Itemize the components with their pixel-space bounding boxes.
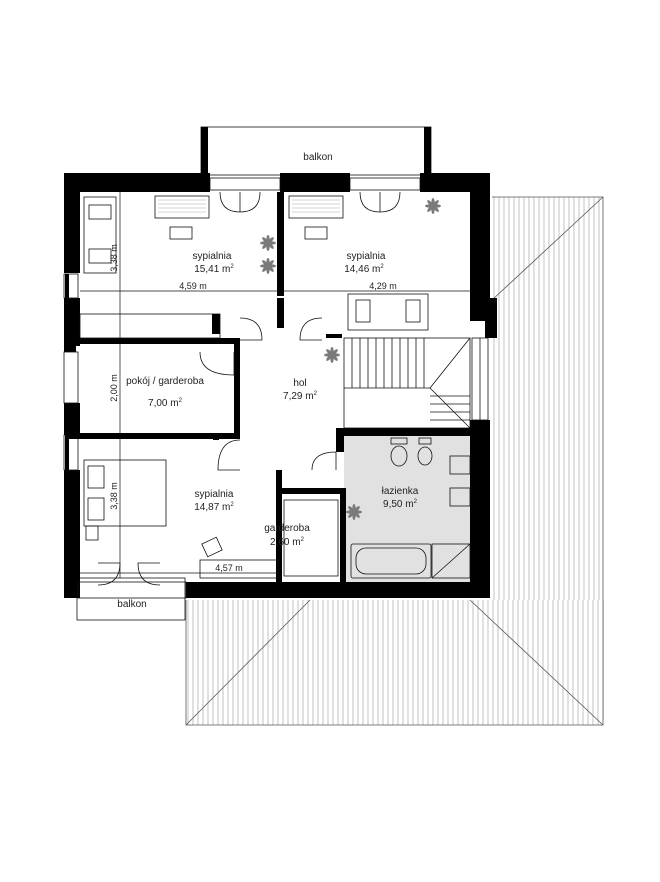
hall-name: hol — [293, 378, 306, 389]
balcony-bottom — [76, 577, 186, 621]
windows — [63, 177, 489, 599]
bedroom-sw-area: 14,87 m2 — [194, 502, 234, 513]
dimension-lines — [80, 192, 470, 578]
bedroom-ne-width: 4,29 m — [369, 281, 397, 291]
bathroom-floor — [344, 435, 472, 583]
staircase — [343, 337, 471, 429]
bathroom-area: 9,50 m2 — [383, 499, 418, 510]
balcony-top-label: balkon — [303, 152, 332, 163]
room-dressing-depth: 2,00 m — [109, 374, 119, 402]
balcony-bottom-label: balkon — [117, 599, 146, 610]
furniture — [79, 195, 471, 579]
bedroom-sw-depth: 3,38 m — [109, 482, 119, 510]
bathroom-name: łazienka — [382, 486, 419, 497]
interior-walls — [64, 192, 472, 584]
hall-area: 7,29 m2 — [283, 391, 318, 402]
bedroom-ne-name: sypialnia — [347, 251, 386, 262]
bedroom-nw-depth: 3,38 m — [109, 244, 119, 272]
room-dressing-area: 7,00 m2 — [148, 398, 183, 409]
bedroom-sw-width: 4,57 m — [215, 563, 243, 573]
bedroom-ne-area: 14,46 m2 — [344, 264, 384, 275]
exterior-walls — [64, 173, 497, 598]
bedroom-nw-name: sypialnia — [193, 251, 232, 262]
bedroom-sw-name: sypialnia — [195, 489, 234, 500]
wardrobe-area: 2,60 m2 — [270, 537, 305, 548]
bedroom-nw-area: 15,41 m2 — [194, 264, 234, 275]
roof-bottom — [185, 599, 604, 726]
wardrobe-name: garderoba — [264, 523, 310, 534]
plant-icons — [260, 198, 441, 520]
bedroom-nw-width: 4,59 m — [179, 281, 207, 291]
room-dressing-name: pokój / garderoba — [126, 376, 204, 387]
